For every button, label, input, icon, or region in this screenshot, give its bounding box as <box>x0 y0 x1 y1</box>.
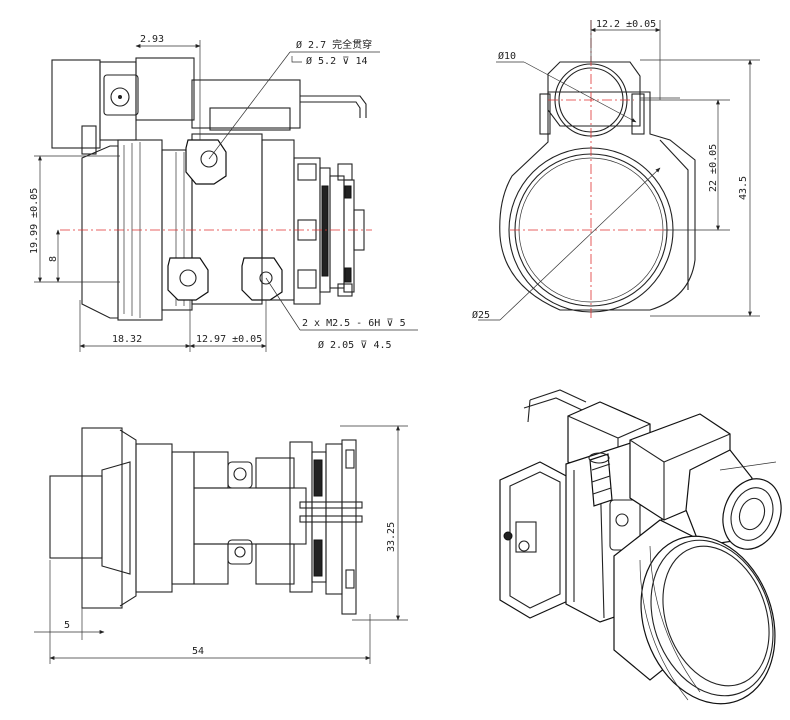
dim-12-97: 12.97 ±0.05 <box>196 334 262 345</box>
dim-18-32: 18.32 <box>112 334 142 345</box>
thread-note-line1: 2 x M2.5 - 6H ⊽ 5 <box>302 318 406 329</box>
dim-phi10: Ø10 <box>498 50 516 62</box>
dim-12-2: 12.2 ±0.05 <box>596 19 656 30</box>
thread-note-line2: Ø 2.05 ⊽ 4.5 <box>318 339 392 351</box>
dim-phi25: Ø25 <box>472 309 490 321</box>
side-view: 12.2 ±0.05 Ø10 22 ±0.05 43.5 Ø25 <box>472 19 760 321</box>
dim-43-5: 43.5 <box>738 176 749 200</box>
dim-5: 5 <box>64 620 70 631</box>
dim-22: 22 ±0.05 <box>708 144 719 192</box>
dim-19-99: 19.99 ±0.05 <box>29 188 40 254</box>
dim-8: 8 <box>48 256 59 262</box>
hole-note-line2: Ø 5.2 ⊽ 14 <box>306 55 368 67</box>
front-view: 2.93 Ø 2.7 完全贯穿 Ø 5.2 ⊽ 14 19.99 ±0.05 8… <box>29 34 418 352</box>
dim-33-25: 33.25 <box>386 522 397 552</box>
dim-2-93: 2.93 <box>140 34 164 45</box>
dim-54: 54 <box>192 646 204 657</box>
hole-note-line1: Ø 2.7 完全贯穿 <box>296 38 372 51</box>
top-view: 33.25 5 54 <box>34 425 408 664</box>
isometric-view <box>499 389 782 705</box>
